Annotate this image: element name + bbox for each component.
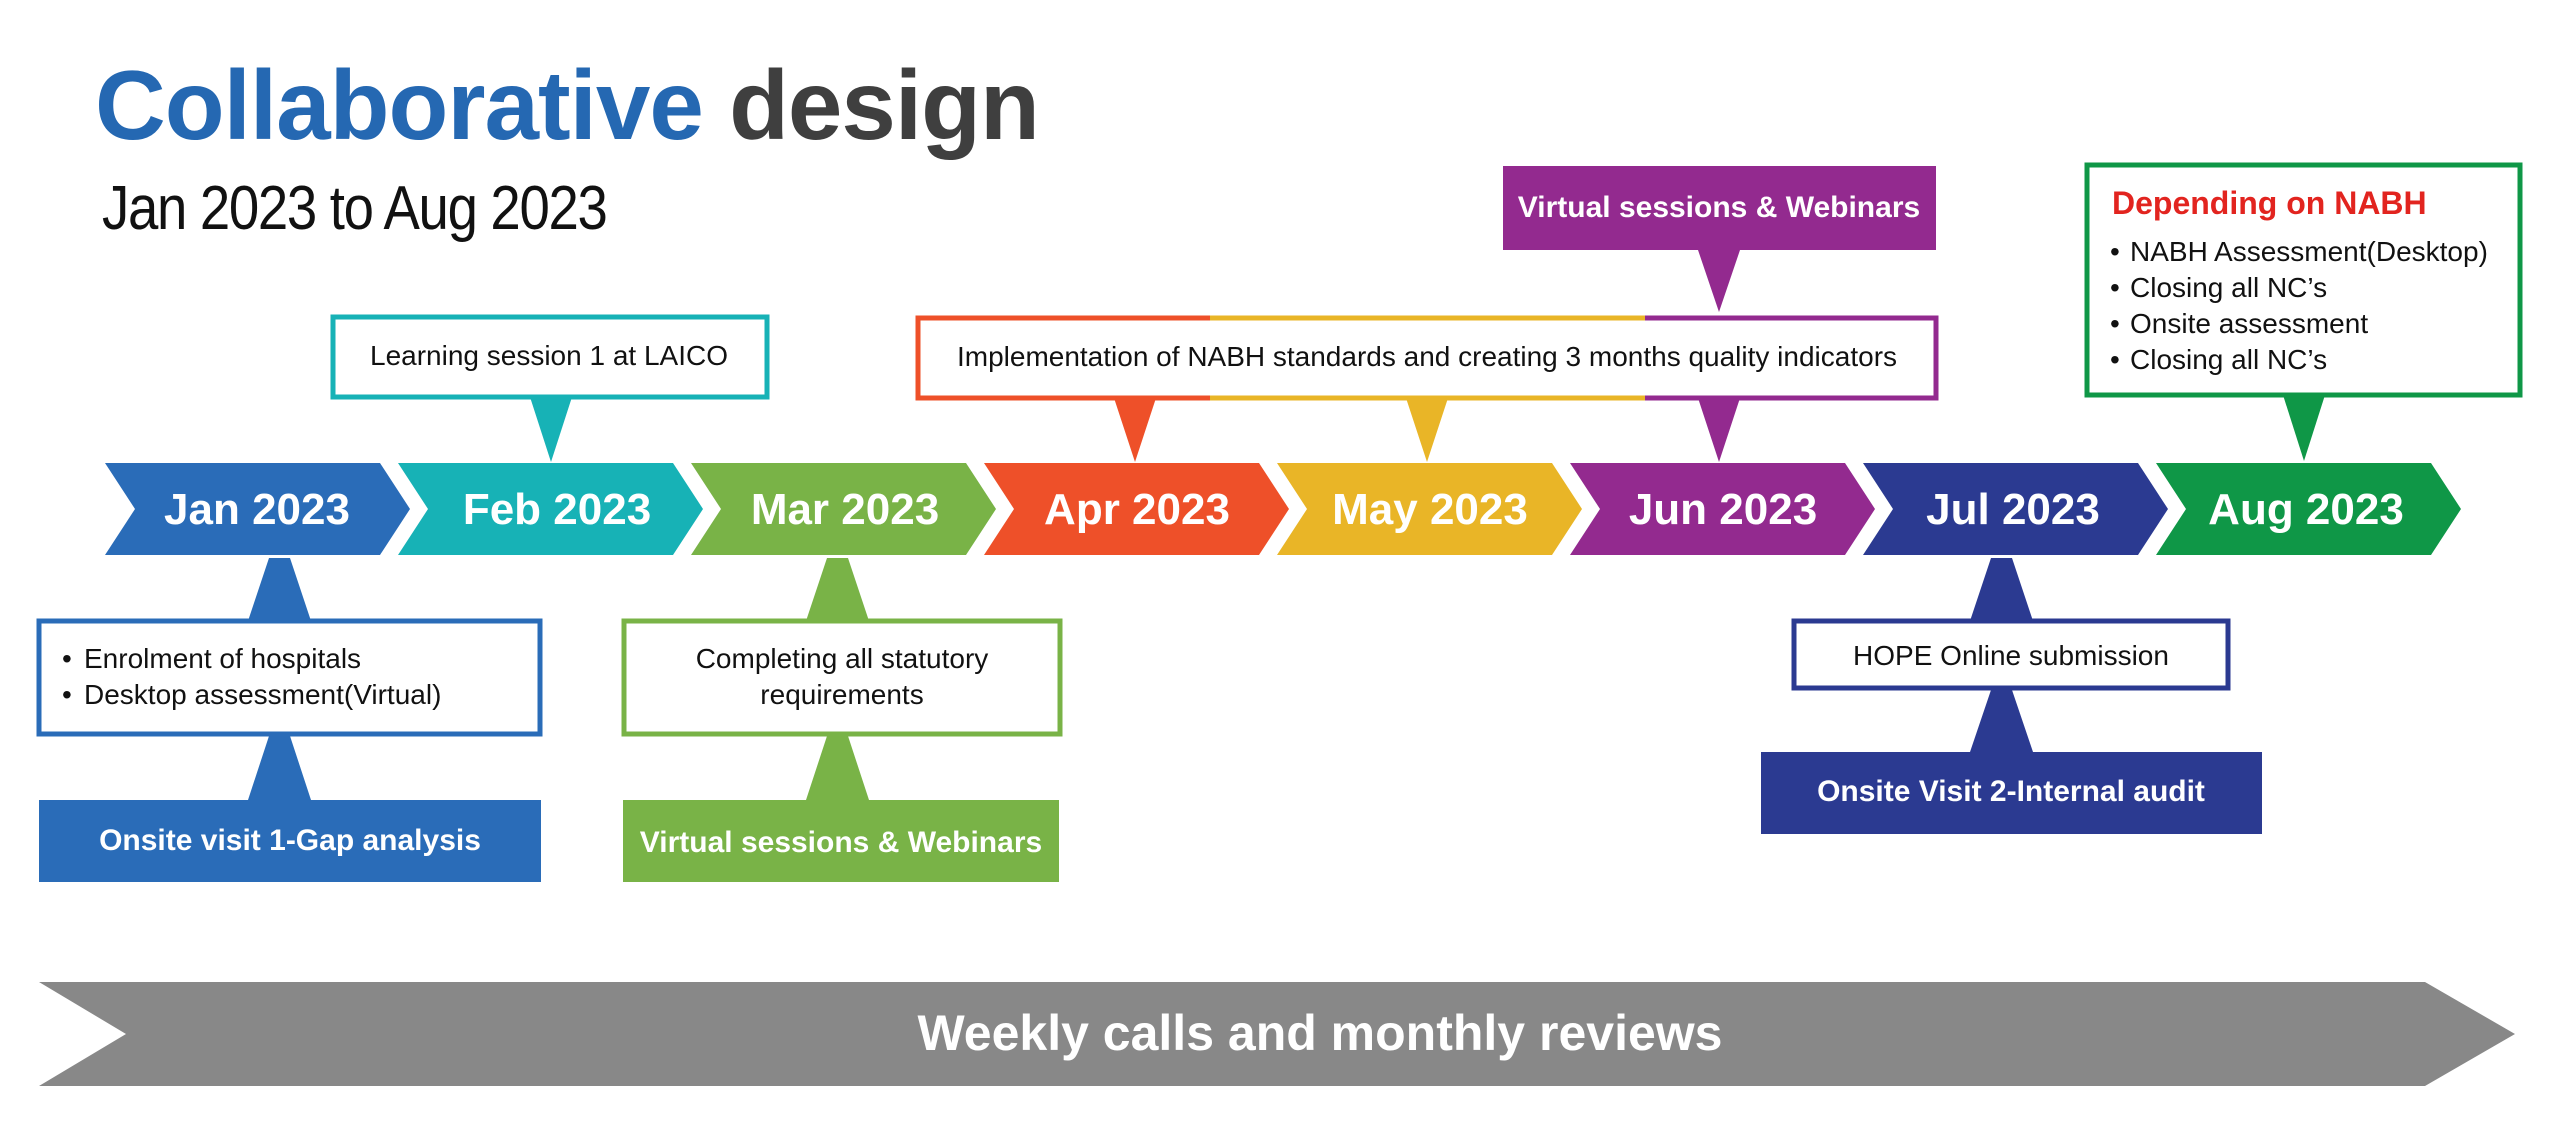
hope-text: HOPE Online submission [1853, 640, 2169, 671]
virtual-top-box [1503, 166, 1936, 250]
chevron-apr [984, 463, 1289, 555]
month-label-feb: Feb 2023 [463, 485, 651, 534]
learning-session-text: Learning session 1 at LAICO [370, 340, 728, 371]
chevron-jun [1570, 463, 1875, 555]
month-label-mar: Mar 2023 [751, 485, 939, 534]
nabh-bullet: • [2110, 272, 2120, 303]
month-label-jul: Jul 2023 [1926, 485, 2100, 534]
nabh-item-3: Onsite assessment [2130, 308, 2368, 339]
callout-statutory: Completing all statutory requirements [621, 558, 1063, 737]
chevron-jul [1863, 463, 2168, 555]
jan-list-box [36, 618, 543, 737]
chevron-may [1277, 463, 1582, 555]
page-subtitle: Jan 2023 to Aug 2023 [102, 174, 608, 243]
month-label-aug: Aug 2023 [2208, 485, 2404, 534]
onsite-visit-1-text: Onsite visit 1-Gap analysis [99, 824, 481, 857]
page-title: Collaborative design [95, 50, 1040, 160]
jan-bullet: • [62, 643, 72, 674]
month-label-jun: Jun 2023 [1629, 485, 1817, 534]
statutory-pointer [806, 558, 869, 621]
month-chevrons: Jan 2023 Feb 2023 Mar 2023 Apr 2023 May … [105, 463, 2461, 555]
chevron-aug [2156, 463, 2461, 555]
jan-item-1: Enrolment of hospitals [84, 643, 361, 674]
chevron-jan [105, 463, 410, 555]
month-label-apr: Apr 2023 [1044, 485, 1230, 534]
callout-jan-list: • Enrolment of hospitals • Desktop asses… [36, 558, 543, 737]
review-banner-arrow [39, 982, 2515, 1086]
month-label-may: May 2023 [1332, 485, 1528, 534]
implementation-pointer-apr [1114, 398, 1156, 462]
implementation-box-bg [918, 318, 1936, 398]
nabh-item-1: NABH Assessment(Desktop) [2130, 236, 2488, 267]
nabh-pointer [2283, 395, 2325, 461]
month-label-jan: Jan 2023 [164, 485, 350, 534]
chevron-feb [398, 463, 703, 555]
hope-pointer [1970, 558, 2033, 621]
nabh-bullet: • [2110, 344, 2120, 375]
onsite-visit-1-box [39, 800, 541, 882]
jan-item-2: Desktop assessment(Virtual) [84, 679, 441, 710]
callout-virtual-bottom: Virtual sessions & Webinars [623, 736, 1059, 882]
callout-implementation: Implementation of NABH standards and cre… [915, 315, 1939, 462]
callout-nabh: Depending on NABH • NABH Assessment(Desk… [2084, 162, 2523, 461]
statutory-line-2: requirements [760, 679, 923, 710]
review-banner: Weekly calls and monthly reviews [39, 982, 2515, 1086]
virtual-bottom-pointer [806, 736, 869, 800]
nabh-title: Depending on NABH [2112, 185, 2427, 221]
learning-session-pointer [530, 397, 572, 462]
nabh-bullet: • [2110, 236, 2120, 267]
onsite-visit-2-text: Onsite Visit 2-Internal audit [1817, 775, 2205, 808]
implementation-text: Implementation of NABH standards and cre… [957, 341, 1897, 372]
callout-learning-session: Learning session 1 at LAICO [330, 314, 770, 462]
onsite-visit-1-pointer [248, 736, 311, 800]
nabh-item-4: Closing all NC’s [2130, 344, 2327, 375]
review-banner-text: Weekly calls and monthly reviews [918, 1005, 1723, 1061]
jan-bullet: • [62, 679, 72, 710]
hope-box [1791, 618, 2231, 691]
implementation-pointer-may [1406, 398, 1448, 462]
statutory-box [621, 618, 1063, 737]
virtual-bottom-text: Virtual sessions & Webinars [640, 826, 1042, 859]
onsite-visit-2-box [1761, 752, 2262, 834]
title-design: design [729, 50, 1040, 160]
virtual-top-pointer [1698, 250, 1740, 312]
implementation-pointer-jun [1698, 398, 1740, 462]
implementation-border-orange [915, 315, 1210, 401]
virtual-bottom-box [623, 800, 1059, 882]
callout-hope: HOPE Online submission [1791, 558, 2231, 691]
callout-virtual-top: Virtual sessions & Webinars [1503, 166, 1936, 312]
statutory-line-1: Completing all statutory [696, 643, 989, 674]
callout-onsite-visit-2: Onsite Visit 2-Internal audit [1761, 690, 2262, 834]
nabh-bullet: • [2110, 308, 2120, 339]
title-collaborative: Collaborative [95, 50, 704, 160]
implementation-border-purple [1645, 315, 1939, 401]
callout-onsite-visit-1: Onsite visit 1-Gap analysis [39, 736, 541, 882]
jan-list-pointer [248, 558, 311, 621]
nabh-item-2: Closing all NC’s [2130, 272, 2327, 303]
virtual-top-text: Virtual sessions & Webinars [1518, 191, 1920, 224]
onsite-visit-2-pointer [1970, 690, 2033, 752]
chevron-mar [691, 463, 996, 555]
learning-session-box [330, 314, 770, 400]
